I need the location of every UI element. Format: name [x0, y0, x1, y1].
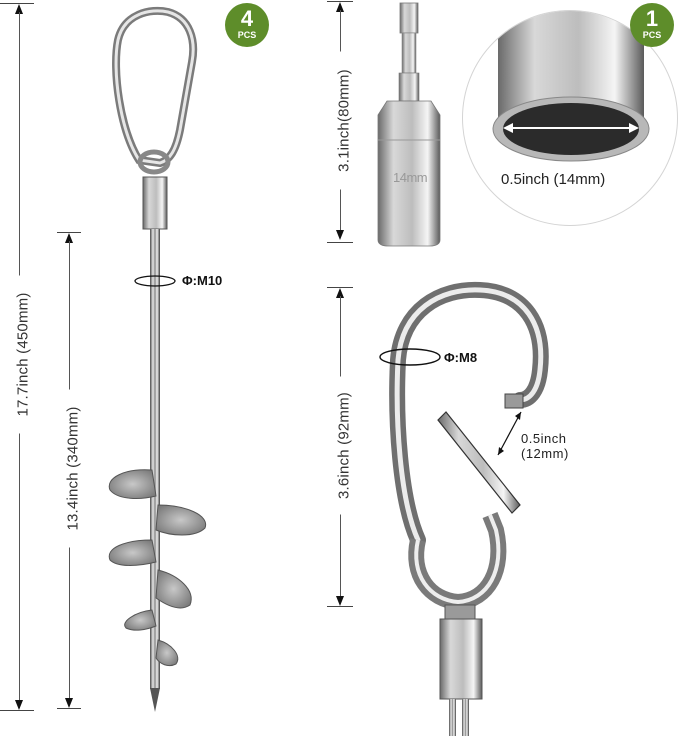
arrow-up-icon — [15, 4, 23, 14]
hook-opening-inch: 0.5inch — [521, 431, 567, 446]
hook-opening-label: 0.5inch (12mm) — [521, 431, 569, 461]
dim-tick-bottom — [327, 242, 353, 243]
arrow-down-icon — [65, 698, 73, 708]
dim-tick-bottom — [327, 606, 353, 607]
socket-closeup-image — [492, 11, 650, 162]
socket-size-engraving: 14mm — [393, 170, 428, 185]
socket-inner-size-label: 0.5inch (14mm) — [501, 171, 606, 188]
arrow-up-icon — [336, 2, 344, 12]
socket-closeup-circle: 0.5inch (14mm) — [462, 10, 678, 226]
arrow-down-icon — [336, 230, 344, 240]
arrow-up-icon — [336, 288, 344, 298]
dim-tick-bottom — [0, 710, 34, 711]
dim-tick-top — [0, 3, 34, 4]
badge-unit: PCS — [237, 30, 257, 40]
quantity-badge-stake: 4 PCS — [225, 3, 269, 47]
arrow-down-icon — [336, 596, 344, 606]
arrow-up-icon — [65, 233, 73, 243]
dim-tick-top — [327, 1, 353, 2]
dim-tick-bottom — [57, 708, 81, 709]
stake-diameter-label: Φ:M10 — [182, 273, 223, 288]
quantity-badge-socket: 1 PCS — [630, 3, 674, 47]
dim-tick-top — [327, 287, 353, 288]
badge-count: 4 — [240, 6, 254, 31]
hook-opening-mm: (12mm) — [521, 446, 569, 461]
badge-unit: PCS — [642, 30, 662, 40]
arrow-down-icon — [15, 700, 23, 710]
hook-diameter-label: Φ:M8 — [444, 350, 478, 365]
badge-count: 1 — [645, 6, 659, 31]
dim-tick-top — [57, 232, 81, 233]
